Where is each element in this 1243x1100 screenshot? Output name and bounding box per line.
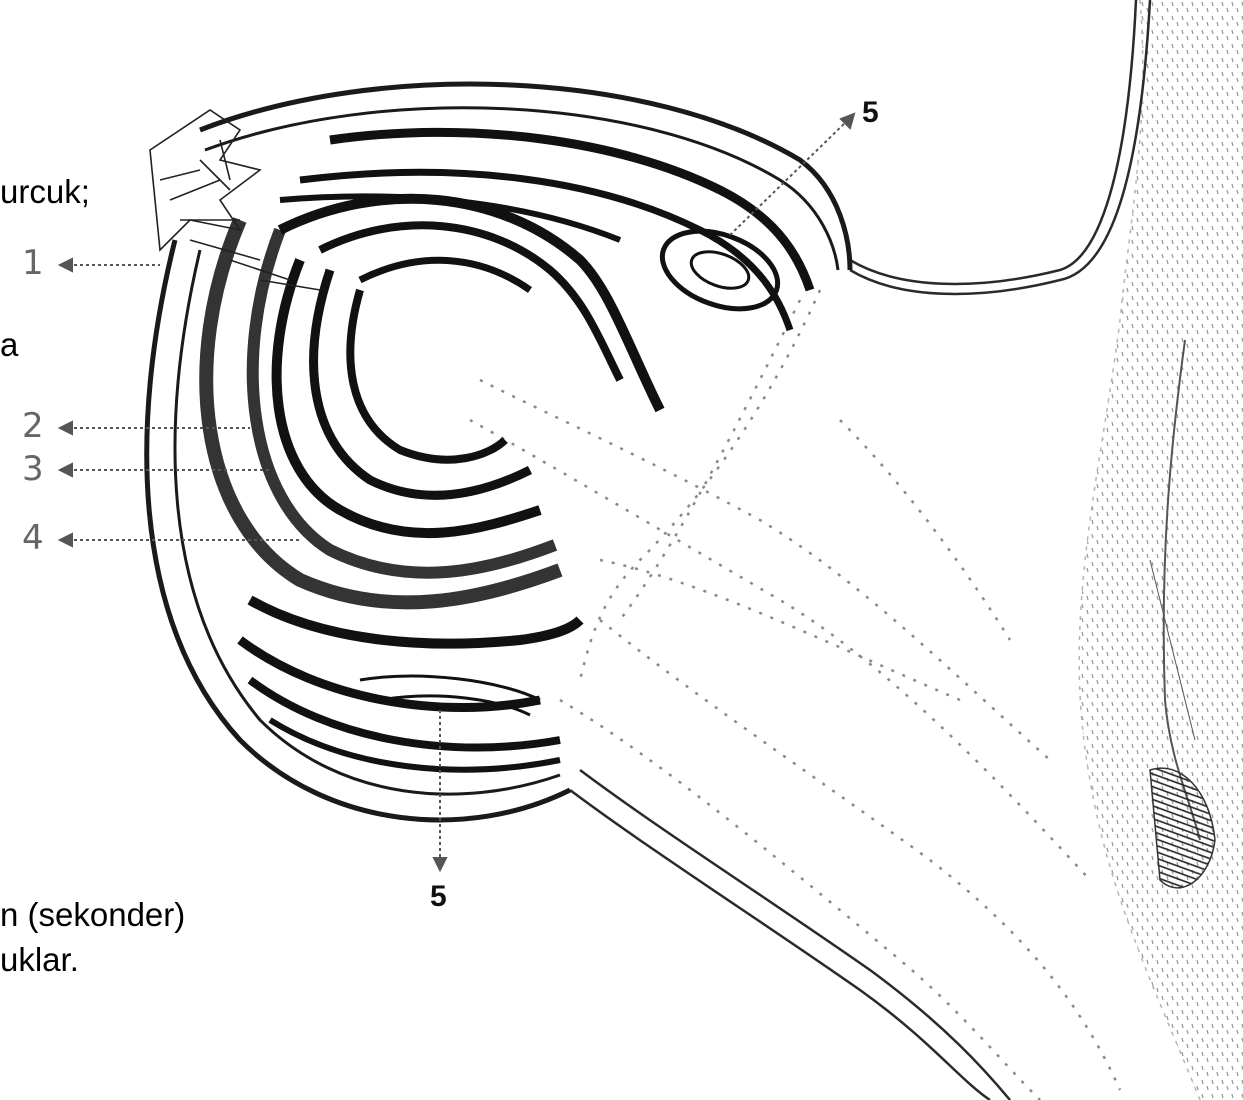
- callout-label-5-bottom: 5: [430, 882, 447, 912]
- callout-label-4: 4: [22, 521, 44, 555]
- caption-fragment-1: urcuk;: [0, 175, 90, 208]
- callout-label-1: 1: [22, 246, 44, 280]
- callout-label-5-top: 5: [862, 98, 879, 128]
- caption-fragment-4: uklar.: [0, 943, 79, 976]
- caption-fragment-3: n (sekonder): [0, 898, 185, 931]
- callout-label-2: 2: [22, 409, 44, 443]
- caption-fragment-2: a: [0, 328, 18, 361]
- leaf-primordia: [206, 132, 810, 769]
- vascular-traces: [470, 290, 1120, 1100]
- stem-tissue: [1079, 0, 1243, 1100]
- callout-label-3: 3: [22, 452, 44, 486]
